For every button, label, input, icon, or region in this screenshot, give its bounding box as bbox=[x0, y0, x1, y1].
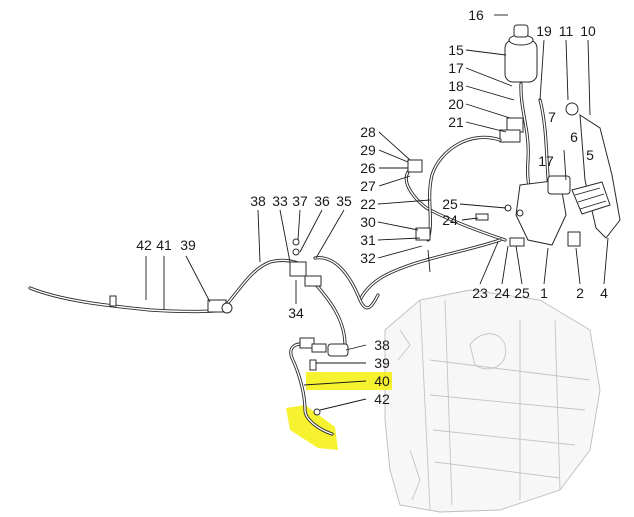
callout-11: 11 bbox=[559, 23, 574, 39]
callout-33: 33 bbox=[272, 193, 288, 209]
callout-6: 6 bbox=[570, 129, 578, 145]
callout-42: 42 bbox=[136, 237, 152, 253]
callout-37: 37 bbox=[292, 193, 308, 209]
callout-15: 15 bbox=[448, 42, 464, 58]
callout-5: 5 bbox=[586, 147, 594, 163]
callout-22: 22 bbox=[360, 196, 376, 212]
callout-18: 18 bbox=[448, 78, 464, 94]
callout-19: 19 bbox=[536, 23, 552, 39]
callout-24: 24 bbox=[442, 212, 458, 228]
callout-10: 10 bbox=[580, 23, 596, 39]
callout-23: 23 bbox=[472, 285, 488, 301]
callout-26: 26 bbox=[360, 160, 376, 176]
callout-7: 7 bbox=[548, 109, 556, 125]
chassis-ghost bbox=[384, 289, 601, 513]
left-line-assembly bbox=[28, 238, 380, 347]
callout-25: 25 bbox=[442, 196, 458, 212]
callout-28: 28 bbox=[360, 124, 376, 140]
pedal-assembly bbox=[475, 24, 621, 247]
callout-42b: 42 bbox=[374, 391, 390, 407]
callout-4: 4 bbox=[600, 285, 608, 301]
callout-32: 32 bbox=[360, 250, 376, 266]
callout-38b: 38 bbox=[374, 337, 390, 353]
callout-39: 39 bbox=[180, 237, 196, 253]
hydraulic-lines bbox=[358, 135, 507, 302]
callout-31: 31 bbox=[360, 232, 376, 248]
highlighted-pipe-40 bbox=[289, 337, 349, 436]
callout-25b: 25 bbox=[514, 285, 530, 301]
callout-labels: 16 15 17 18 19 11 10 20 21 7 6 5 17 28 2… bbox=[136, 7, 608, 407]
callout-20: 20 bbox=[448, 96, 464, 112]
callout-39b: 39 bbox=[374, 355, 390, 371]
callout-29: 29 bbox=[360, 142, 376, 158]
callout-41: 41 bbox=[156, 237, 172, 253]
callout-30: 30 bbox=[360, 214, 376, 230]
callout-2: 2 bbox=[576, 285, 584, 301]
callout-16: 16 bbox=[468, 7, 484, 23]
callout-38: 38 bbox=[250, 193, 266, 209]
leader-lines bbox=[145, 14, 609, 411]
callout-34: 34 bbox=[288, 305, 304, 321]
highlight-overlay bbox=[286, 372, 392, 450]
callout-36: 36 bbox=[314, 193, 330, 209]
callout-27: 27 bbox=[360, 178, 376, 194]
callout-1: 1 bbox=[540, 285, 548, 301]
callout-17: 17 bbox=[448, 60, 464, 76]
callout-21: 21 bbox=[448, 114, 464, 130]
callout-24b: 24 bbox=[494, 285, 510, 301]
callout-35: 35 bbox=[336, 193, 352, 209]
callout-17b: 17 bbox=[538, 153, 554, 169]
callout-40: 40 bbox=[374, 373, 390, 389]
